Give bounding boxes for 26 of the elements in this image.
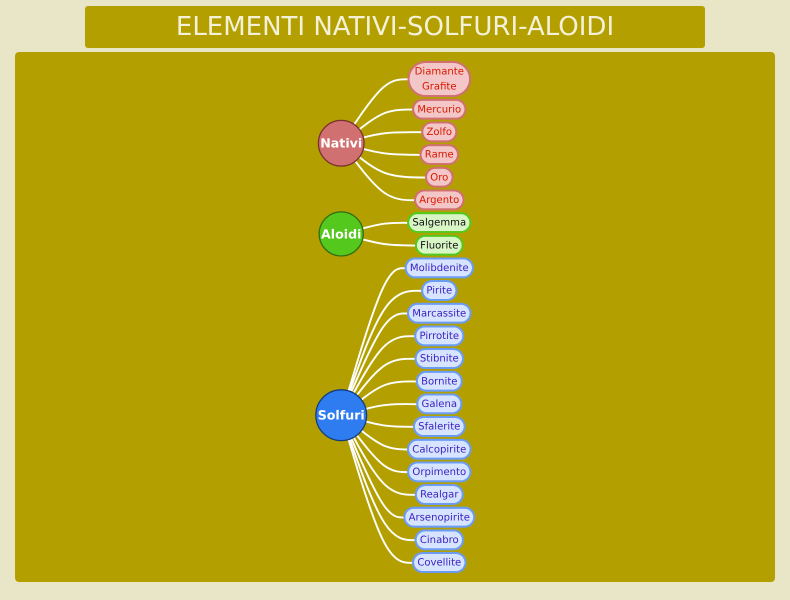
connector	[358, 108, 414, 130]
node-circle: Nativi	[318, 120, 365, 167]
node-circle: Aloidi	[318, 211, 364, 257]
connector	[350, 312, 408, 392]
connector	[350, 438, 405, 518]
connector	[360, 380, 418, 400]
connector	[362, 238, 416, 246]
title-banner: ELEMENTI NATIVI-SOLFURI-ALOIDI	[85, 6, 705, 48]
connector	[363, 148, 421, 156]
connector	[358, 156, 426, 178]
connector	[348, 290, 422, 392]
connector	[352, 335, 416, 394]
connector	[356, 358, 416, 396]
connector	[360, 430, 408, 450]
connector	[354, 160, 416, 202]
connector	[348, 438, 416, 542]
connector	[366, 420, 414, 428]
node-circle: Solfuri	[315, 389, 368, 442]
connector	[348, 439, 414, 564]
connector	[362, 222, 408, 230]
connector	[366, 403, 418, 410]
connector	[353, 78, 409, 125]
connector	[363, 131, 423, 138]
connector	[352, 436, 416, 496]
connector	[348, 267, 406, 392]
connector	[356, 434, 408, 474]
